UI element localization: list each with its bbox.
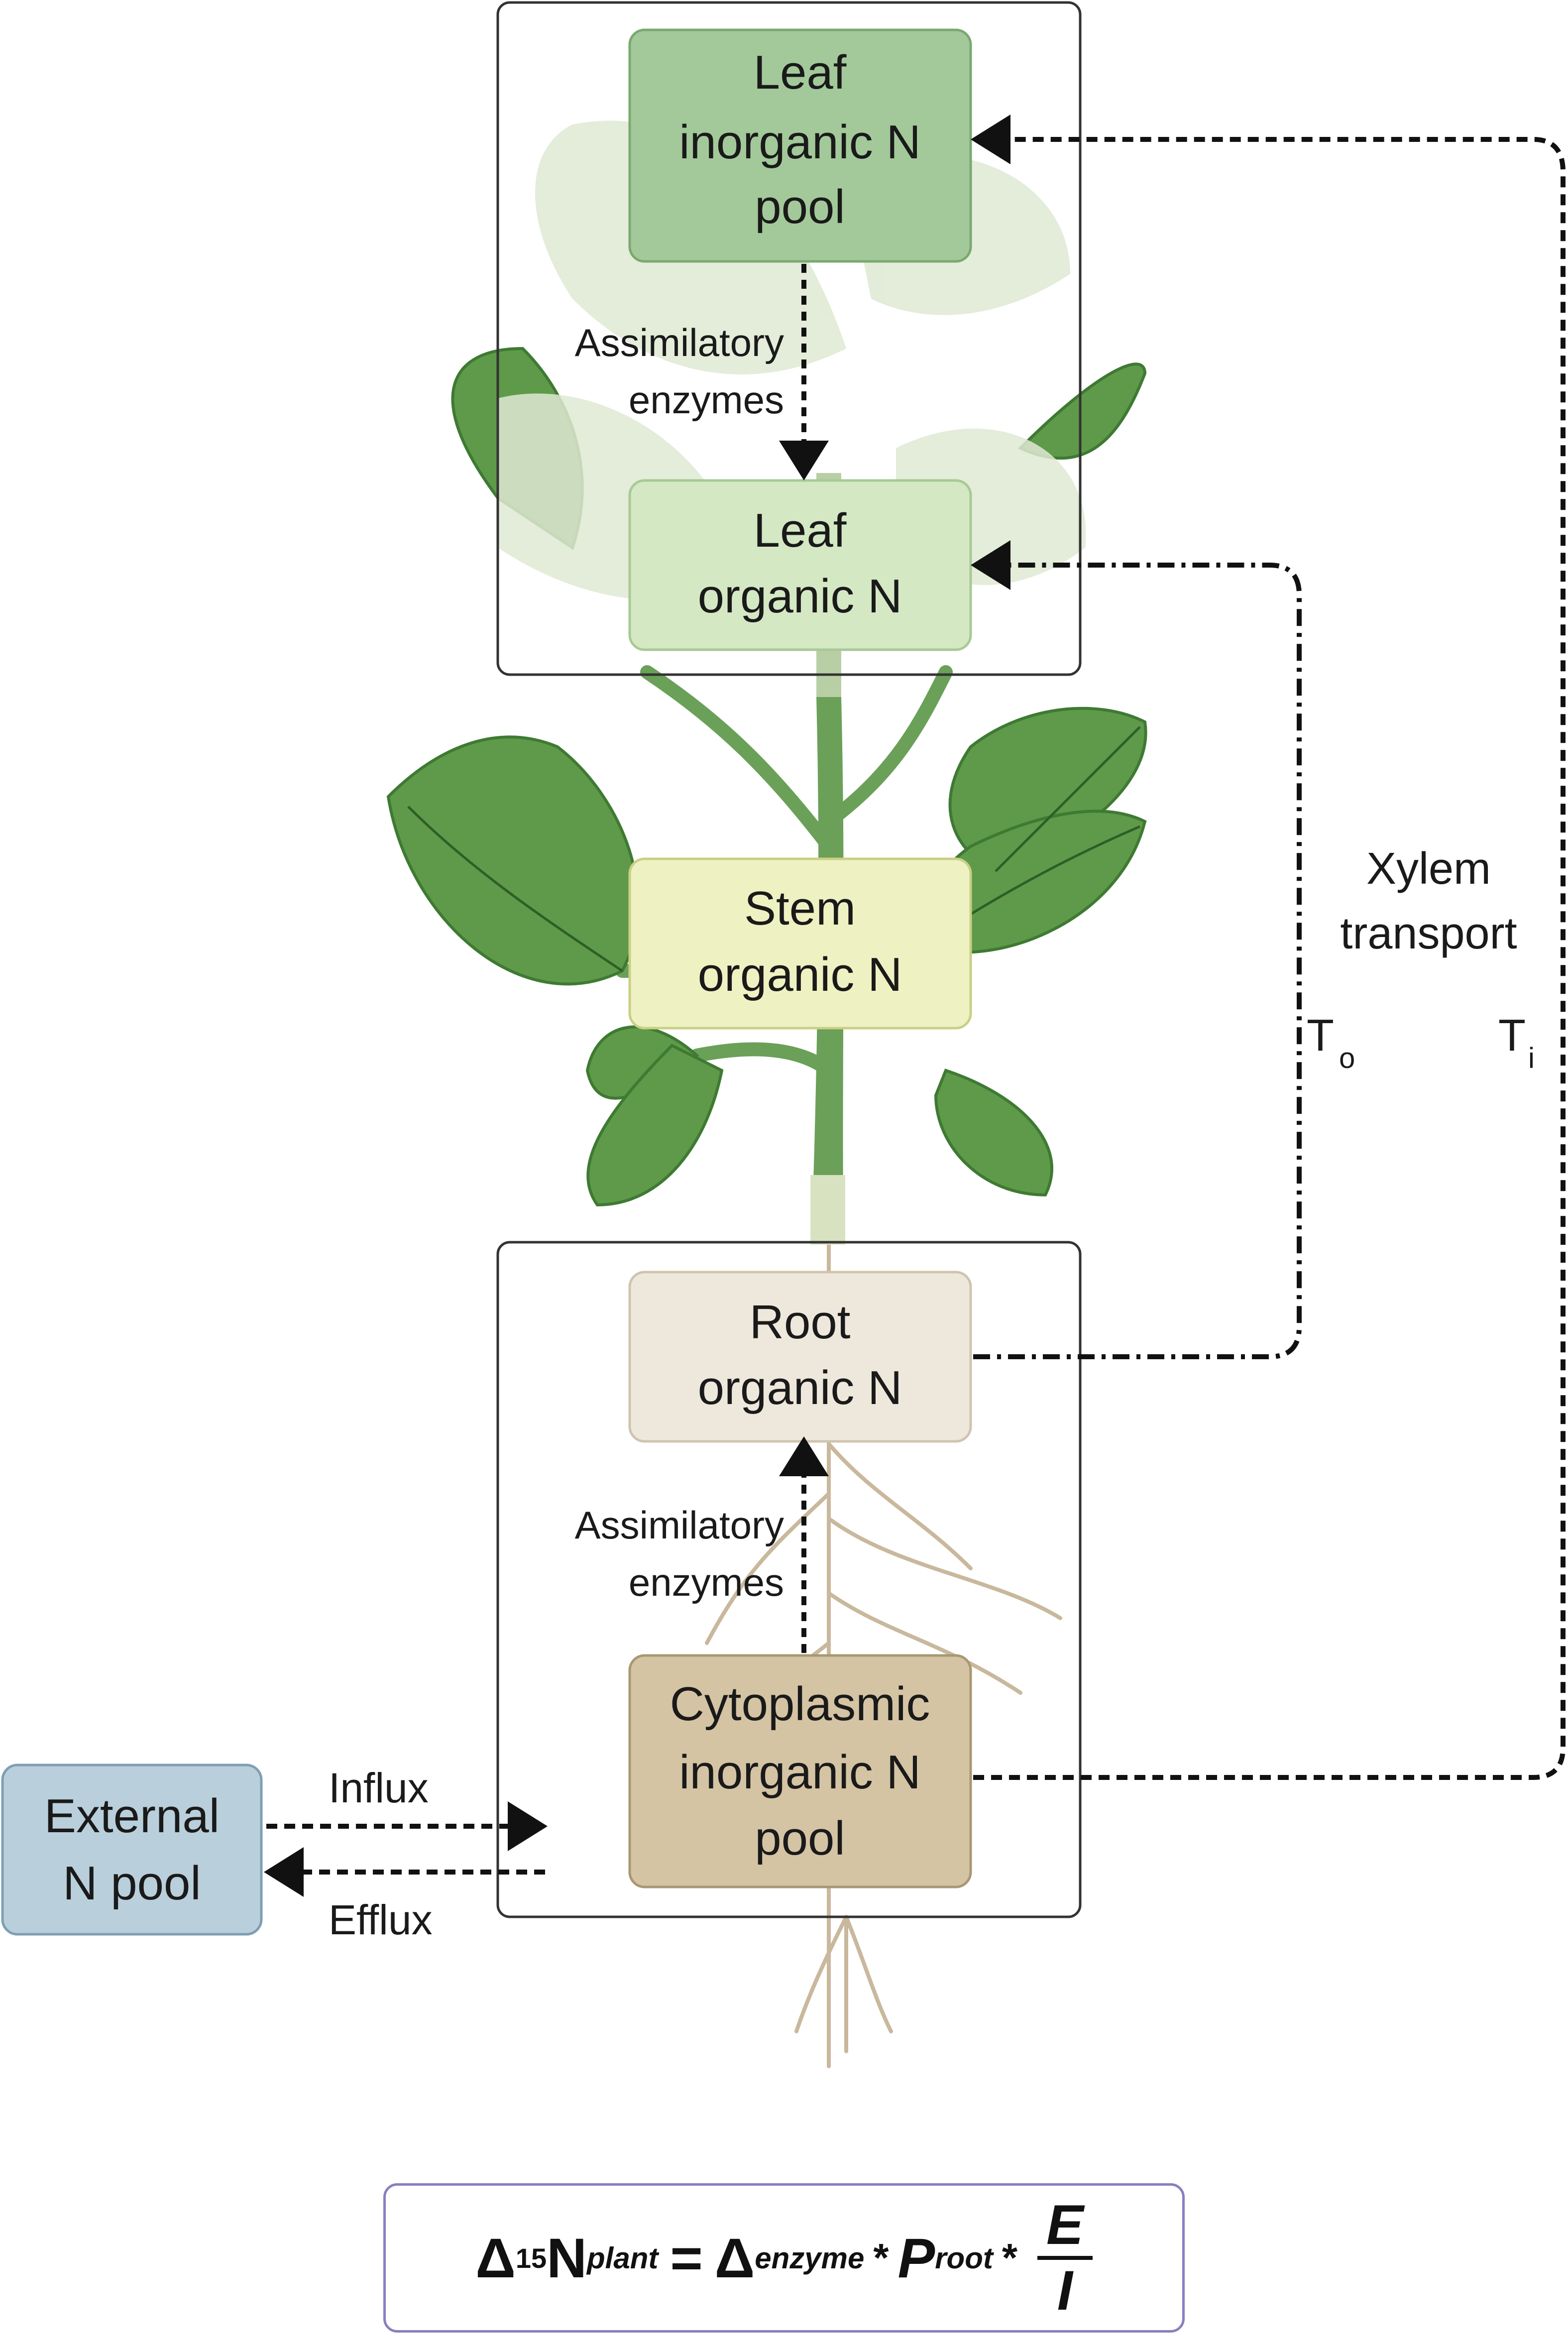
root-organic-n-box: Root organic N — [628, 1271, 972, 1443]
assimilatory-label-bottom-2: enzymes — [629, 1560, 784, 1604]
root-organic-line-2: organic N — [698, 1361, 902, 1414]
stem-organic-line-2: organic N — [698, 948, 902, 1001]
leaf-organic-line-1: Leaf — [754, 504, 847, 557]
formula-n: N — [547, 2227, 587, 2289]
t-o-subscript: o — [1339, 1042, 1355, 1074]
t-o-letter: T — [1307, 1011, 1334, 1060]
efflux-label: Efflux — [329, 1896, 433, 1943]
arrow-xylem-organic — [971, 540, 1302, 1359]
stem-organic-line-1: Stem — [744, 882, 856, 935]
formula-numerator: E — [1037, 2197, 1093, 2260]
external-line-1: External — [44, 1789, 220, 1843]
formula-equals: = — [670, 2227, 703, 2289]
leaf-inorganic-line-1: Leaf — [754, 46, 847, 99]
cytoplasmic-inorganic-n-pool-box: Cytoplasmic inorganic N pool — [628, 1654, 972, 1888]
cyto-line-3: pool — [755, 1812, 845, 1865]
t-o-label: T o — [1307, 1011, 1355, 1074]
root-frame — [496, 1241, 1082, 1918]
cyto-line-1: Cytoplasmic — [670, 1677, 930, 1731]
influx-label: Influx — [329, 1764, 429, 1811]
assimilatory-label-bottom-1: Assimilatory — [575, 1503, 784, 1547]
leaf-organic-n-box: Leaf organic N — [628, 479, 972, 651]
leaf-inorganic-line-2: inorganic N — [679, 116, 921, 169]
formula-sup-15: 15 — [515, 2242, 547, 2274]
formula-star-1: * — [873, 2235, 889, 2280]
shoot-frame — [496, 1, 1082, 676]
xylem-label-2: transport — [1340, 909, 1517, 958]
leaf-organic-line-2: organic N — [698, 570, 902, 623]
formula-fraction: E I — [1037, 2197, 1093, 2319]
formula-root-sub: root — [935, 2241, 993, 2275]
root-organic-line-1: Root — [750, 1295, 851, 1349]
formula-delta-2: Δ — [714, 2227, 755, 2289]
assimilatory-label-top-2: enzymes — [629, 378, 784, 422]
external-line-2: N pool — [63, 1857, 201, 1910]
assimilatory-label-top-1: Assimilatory — [575, 321, 784, 364]
formula-star-2: * — [1002, 2235, 1017, 2280]
t-i-subscript: i — [1528, 1042, 1535, 1074]
arrow-xylem-inorganic — [971, 115, 1566, 1780]
formula-p: P — [897, 2227, 935, 2289]
external-n-pool-box: External N pool — [1, 1764, 263, 1936]
formula-delta: Δ — [475, 2227, 516, 2289]
cyto-line-2: inorganic N — [679, 1746, 921, 1799]
leaf-inorganic-n-pool-box: Leaf inorganic N pool — [628, 28, 972, 263]
xylem-label-1: Xylem — [1366, 844, 1491, 894]
stem-organic-n-box: Stem organic N — [628, 857, 972, 1030]
t-i-letter: T — [1498, 1011, 1526, 1060]
formula-plant-sub: plant — [587, 2241, 659, 2275]
formula-denominator: I — [1057, 2259, 1073, 2322]
formula-enzyme-sub: enzyme — [755, 2241, 865, 2275]
t-i-label: T i — [1498, 1011, 1535, 1074]
leaf-inorganic-line-3: pool — [755, 180, 845, 234]
